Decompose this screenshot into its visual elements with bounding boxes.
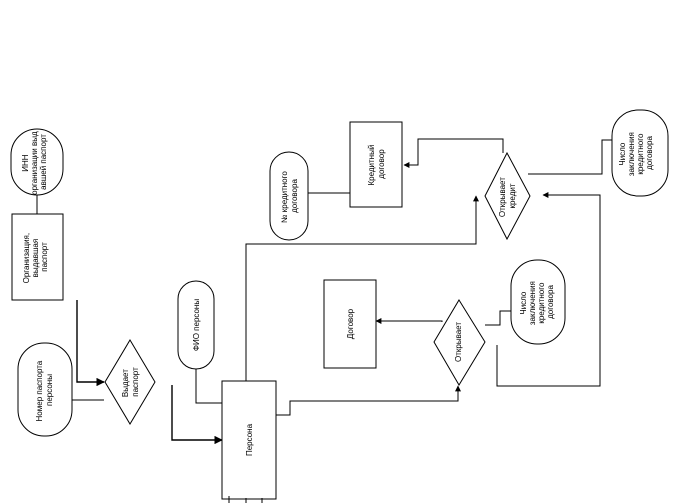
entity-contract: Договор: [323, 279, 377, 369]
relationship-issues-passport-label: Выдает паспорт: [121, 367, 140, 397]
connector-contract-date-1: [485, 310, 512, 326]
connector-opens-to-contract: [375, 318, 443, 324]
relationship-issues-passport: Выдает паспорт: [104, 339, 156, 425]
connector-passport-number: [66, 390, 104, 401]
connector-person-to-opens: [276, 385, 461, 416]
entity-credit-contract: Кредитный договор: [349, 121, 403, 208]
attribute-person-name: ФИО персоны: [177, 280, 215, 370]
relationship-opens-label: Открывает: [454, 322, 463, 362]
attribute-contract-date-2: Число заключения кредитного договора: [611, 109, 669, 197]
attribute-contract-date-1-label: Число заключения кредитного договора: [519, 279, 555, 325]
connectors: [36, 138, 612, 445]
entity-issuing-org-label: Организация, выдавшая паспорт: [22, 231, 49, 284]
connector-name: [195, 368, 222, 404]
attribute-passport-number: Номер паспорта персоны: [17, 342, 73, 437]
relationship-opens-credit-label: Открывает кредит: [498, 175, 517, 217]
connector-opens-credit-to-credit-contract: [403, 138, 504, 168]
relationship-opens: Открывает: [433, 299, 486, 386]
attribute-credit-contract-number: № кредитного договора: [269, 151, 309, 241]
connector-person-to-opens-credit: [245, 195, 479, 381]
connector-org-to-issues: [76, 300, 105, 387]
entity-contract-label: Договор: [346, 308, 355, 339]
attribute-passport-number-label: Номер паспорта персоны: [35, 359, 54, 422]
entity-person: Персона: [221, 380, 277, 500]
connector-issues-to-person: [171, 385, 223, 445]
attribute-credit-contract-number-label: № кредитного договора: [280, 169, 299, 223]
attribute-inn-label: ИНН организации выд авшей паспорт: [21, 129, 48, 195]
entity-issuing-org: Организация, выдавшая паспорт: [11, 213, 64, 301]
connector-contract-date-2: [528, 139, 612, 175]
connector-loop-to-opens-credit: [496, 192, 601, 387]
attribute-inn: ИНН организации выд авшей паспорт: [10, 128, 64, 196]
relationship-opens-credit: Открывает кредит: [484, 151, 531, 241]
attribute-contract-date-1: Число заключения кредитного договора: [510, 259, 566, 345]
attribute-contract-date-2-label: Число заключения кредитного договора: [618, 130, 654, 176]
entity-person-label: Персона: [245, 423, 254, 456]
person-tick-marks: [228, 496, 263, 503]
attribute-person-name-label: ФИО персоны: [192, 299, 201, 351]
entity-credit-contract-label: Кредитный договор: [367, 142, 386, 185]
